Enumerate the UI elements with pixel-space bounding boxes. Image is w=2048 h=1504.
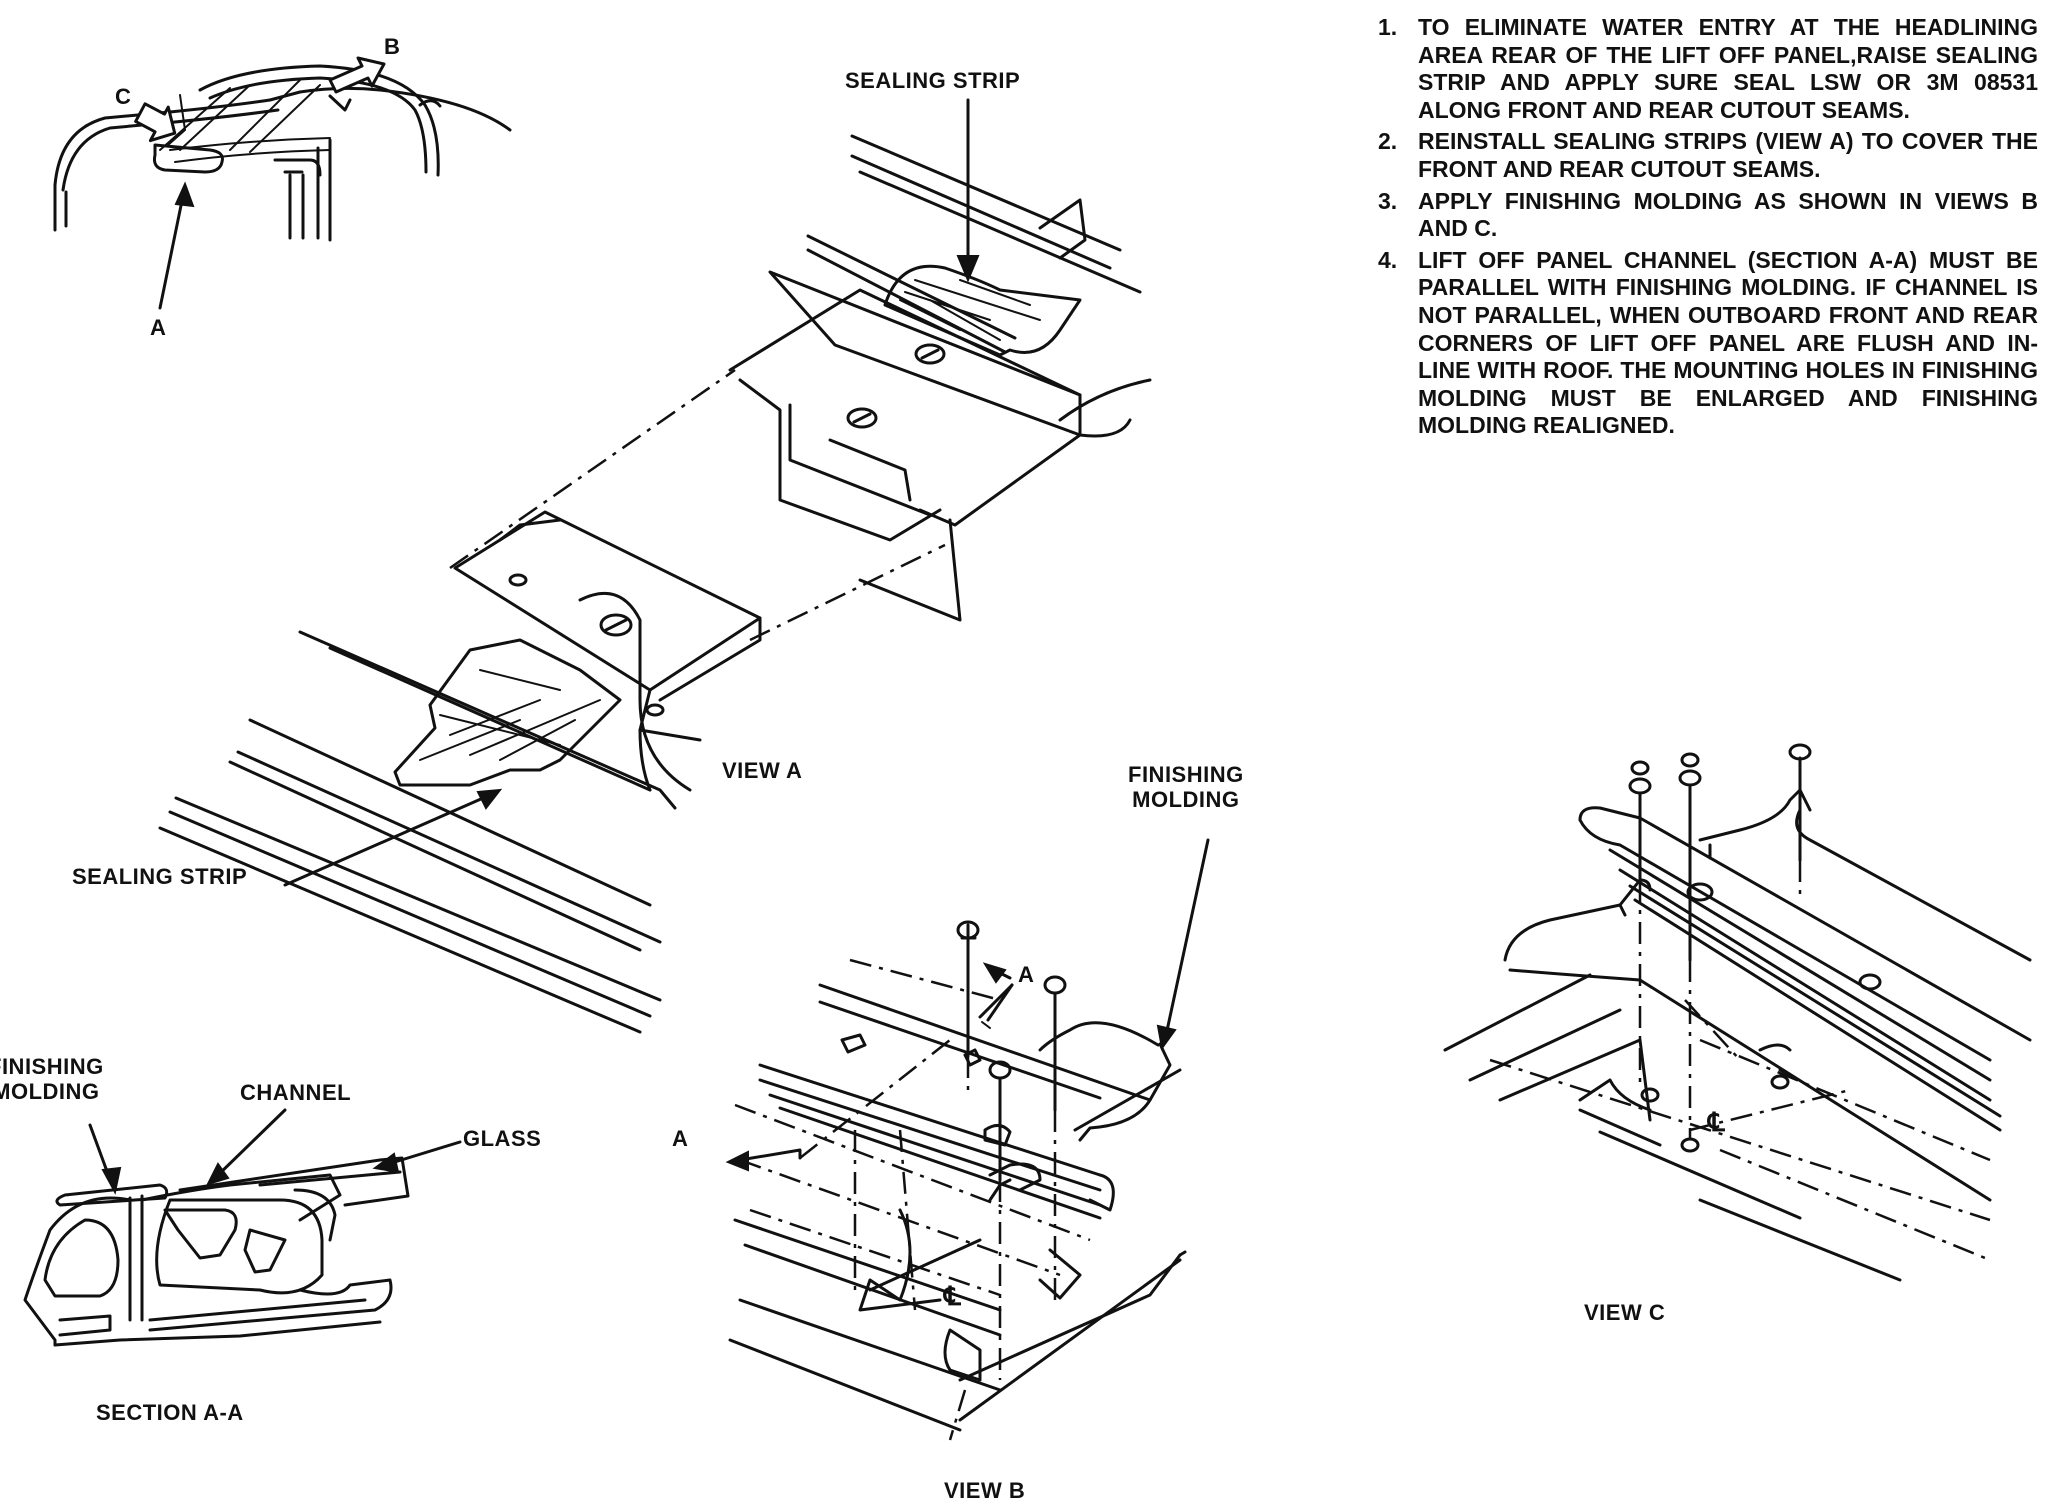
instruction-number: 3. xyxy=(1378,187,1398,214)
view-a-label: VIEW A xyxy=(722,758,803,783)
instruction-step: 4. LIFT OFF PANEL CHANNEL (SECTION A-A) … xyxy=(1378,247,2038,440)
finishing-molding-center-line-2: MOLDING xyxy=(1132,787,1240,813)
instruction-number: 4. xyxy=(1378,246,1398,273)
view-c-label: VIEW C xyxy=(1584,1300,1666,1325)
view-c-illustration xyxy=(1443,743,2032,1282)
instruction-step: 2. REINSTALL SEALING STRIPS (VIEW A) TO … xyxy=(1378,128,2038,183)
instruction-step: 1. TO ELIMINATE WATER ENTRY AT THE HEADL… xyxy=(1378,14,2038,124)
point-a-leader xyxy=(158,181,195,310)
sealing-strip-left-label: SEALING STRIP xyxy=(72,864,248,889)
view-b-arrow xyxy=(328,56,386,94)
finishing-molding-left-line-2: MOLDING xyxy=(0,1079,100,1105)
view-c-arrow xyxy=(134,102,177,143)
view-b-arrow-label: B xyxy=(384,34,401,59)
finishing-molding-left-line-1: FINISHING xyxy=(0,1054,104,1079)
section-aa-illustration xyxy=(23,1108,462,1347)
instruction-number: 2. xyxy=(1378,128,1398,155)
channel-label: CHANNEL xyxy=(240,1080,352,1105)
finishing-molding-left-label: FINISHING MOLDING xyxy=(0,1054,104,1105)
section-aa-label: SECTION A-A xyxy=(96,1400,244,1425)
glass-label: GLASS xyxy=(463,1126,542,1151)
instruction-text: TO ELIMINATE WATER ENTRY AT THE HEADLINI… xyxy=(1418,14,2038,123)
view-c-arrow-label: C xyxy=(115,84,132,109)
instruction-number: 1. xyxy=(1378,14,1398,40)
sealing-strip-top-label: SEALING STRIP xyxy=(845,68,1021,93)
view-b-centerline-label: ℄ xyxy=(944,1281,962,1311)
instruction-step: 3. APPLY FINISHING MOLDING AS SHOWN IN V… xyxy=(1378,188,2038,243)
view-b-label: VIEW B xyxy=(944,1478,1026,1503)
view-b-illustration xyxy=(725,838,1210,1441)
view-a-illustration xyxy=(158,98,1152,1034)
instruction-text: LIFT OFF PANEL CHANNEL (SECTION A-A) MUS… xyxy=(1418,246,2038,439)
instruction-text: REINSTALL SEALING STRIPS (VIEW A) TO COV… xyxy=(1418,128,2038,182)
finishing-molding-center-line-1: FINISHING xyxy=(1128,762,1244,787)
section-a-left-label: A xyxy=(672,1126,689,1151)
view-c-centerline-label: ℄ xyxy=(1708,1107,1726,1137)
instructions-list: 1. TO ELIMINATE WATER ENTRY AT THE HEADL… xyxy=(1378,14,2038,444)
point-a-label: A xyxy=(150,315,167,340)
instruction-text: APPLY FINISHING MOLDING AS SHOWN IN VIEW… xyxy=(1418,187,2038,242)
finishing-molding-center-label: FINISHING MOLDING xyxy=(1128,762,1244,813)
section-a-top-label: A xyxy=(1018,962,1035,987)
